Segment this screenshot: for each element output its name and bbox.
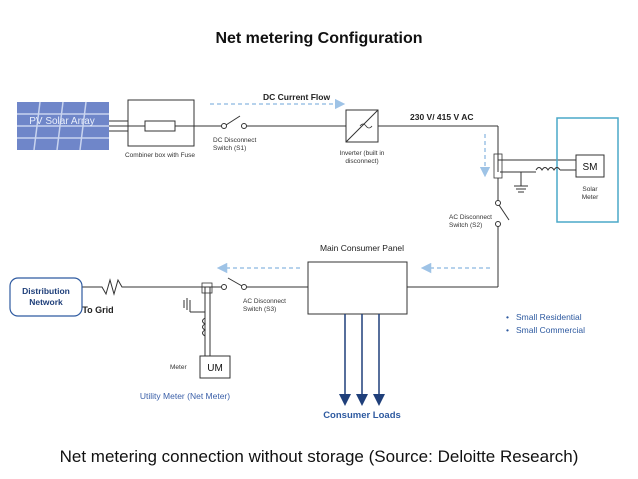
utility-meter: UM Meter Utility Meter (Net Meter) [140,282,231,401]
solar-meter-label-1: Solar [582,186,598,193]
ac-switch-s2-label-2: Switch (S2) [449,222,482,229]
ac-disconnect-switch-s3 [221,277,247,290]
dc-switch-label-2: Switch (S1) [213,145,246,152]
um-label: UM [207,363,223,374]
ac-switch-s3-label-1: AC Disconnect [243,298,286,305]
consumer-loads: Consumer Loads [323,314,401,421]
pv-array-label-1: PV Solar Array [29,116,95,127]
to-grid-label: To Grid [82,305,113,315]
voltage-label: 230 V/ 415 V AC [410,112,473,122]
sm-label: SM [583,162,598,173]
combiner-box: Combiner box with Fuse [125,99,195,159]
ac-switch-s2-label-1: AC Disconnect [449,214,492,221]
bullet-small-commercial: Small Commercial [516,325,585,335]
meter-label: Meter [170,364,187,371]
inverter: Inverter (built in disconnect) [340,109,385,165]
dc-disconnect-switch-s1 [221,115,247,129]
solar-meter: SM Solar Meter [493,117,619,223]
dc-flow-label: DC Current Flow [263,92,330,102]
distribution-label-2: Network [29,297,63,307]
ac-switch-s3-label-2: Switch (S3) [243,306,276,313]
bullet-small-residential: Small Residential [516,312,582,322]
inverter-label-2: disconnect) [345,158,378,165]
bullet-dot-2: • [506,325,509,335]
ac-disconnect-switch-s2 [495,200,510,227]
applicability-list: • Small Residential • Small Commercial [506,312,585,335]
combiner-label: Combiner box with Fuse [125,152,195,159]
bullet-dot-1: • [506,312,509,322]
solar-meter-label-2: Meter [582,194,599,201]
distribution-network: Distribution Network [9,277,83,317]
dc-switch-label-1: DC Disconnect [213,137,257,144]
figure-caption: Net metering connection without storage … [59,447,579,466]
distribution-label-1: Distribution [22,286,70,296]
diagram-title: Net metering Configuration [215,30,423,47]
main-consumer-panel: Main Consumer Panel [307,243,408,315]
inverter-label-1: Inverter (built in [340,150,385,157]
consumer-loads-label: Consumer Loads [323,410,401,421]
pv-solar-array: PV Solar Array [17,101,109,151]
utility-meter-label: Utility Meter (Net Meter) [140,391,230,401]
main-panel-label: Main Consumer Panel [320,243,404,253]
